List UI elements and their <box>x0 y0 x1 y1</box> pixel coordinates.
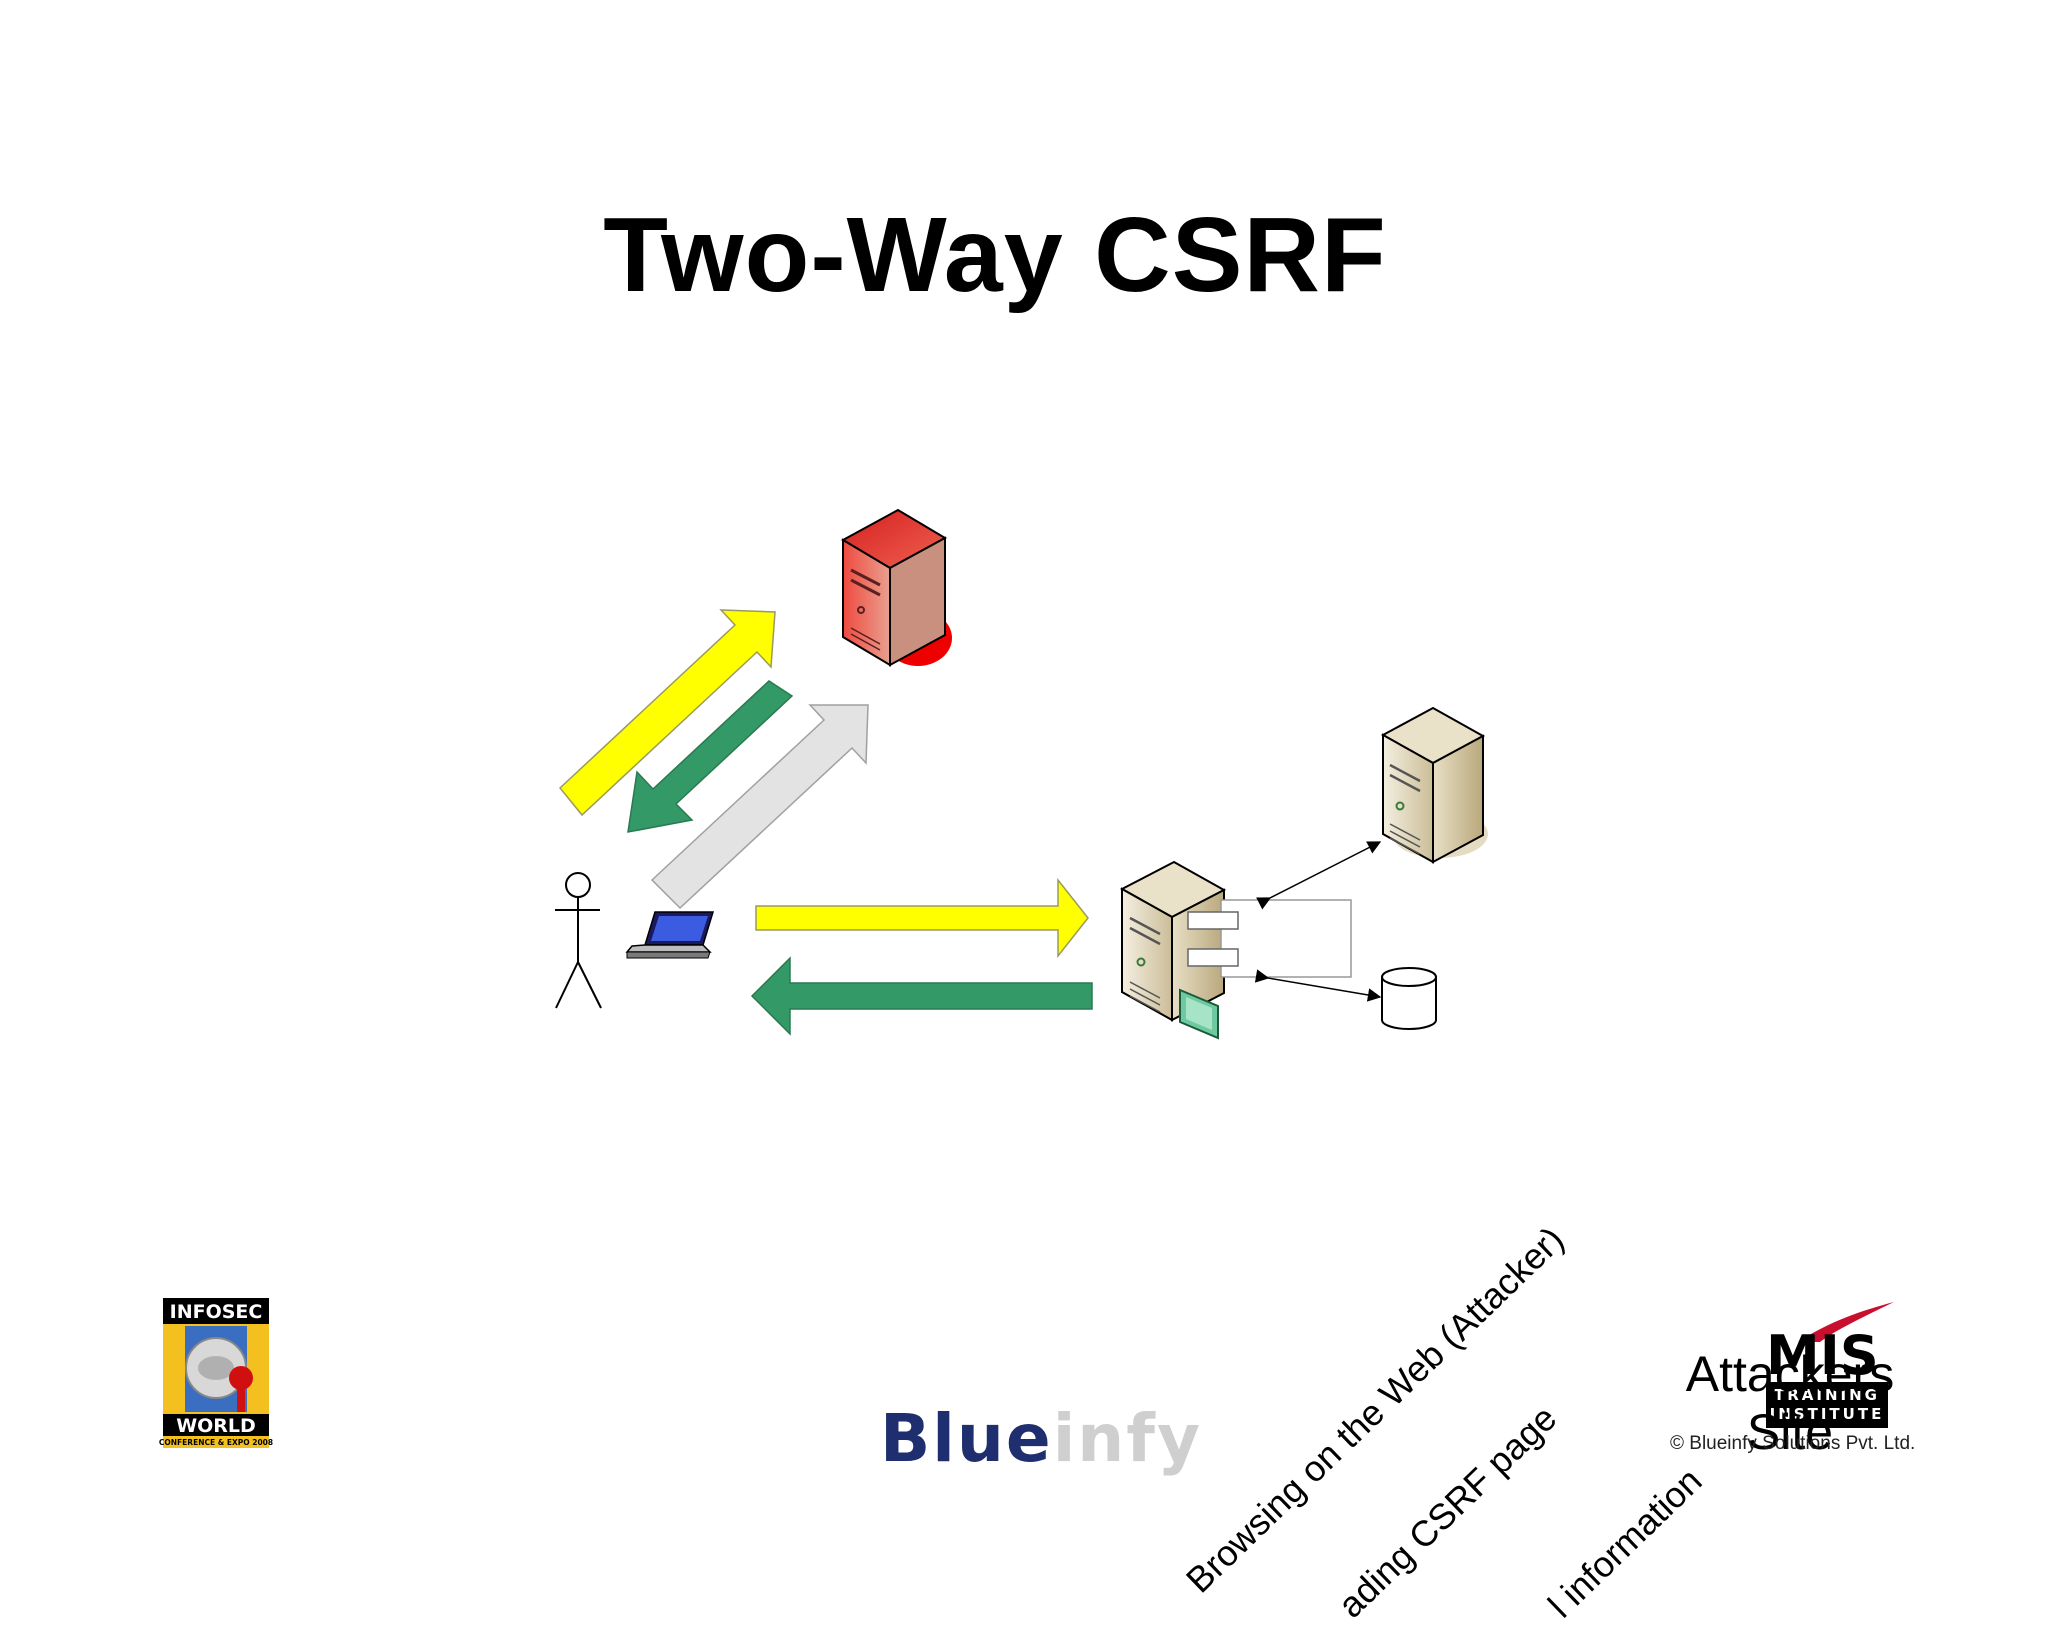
trusted-web-server-icon <box>1119 860 1227 1022</box>
application-box <box>1187 899 1352 978</box>
mis-logo-training: TRAINING <box>1774 1386 1880 1404</box>
yellow-request-arrow <box>558 609 776 817</box>
user-stick-figure-icon <box>555 872 602 1009</box>
infosec-logo-top: INFOSEC <box>170 1301 263 1323</box>
server-to-backend-connector <box>1256 841 1382 910</box>
attackers-site-label: Attackers Site <box>1680 1345 1900 1461</box>
laptop-icon <box>625 911 715 959</box>
attackers-site-line1: Attackers <box>1685 1346 1895 1402</box>
server-to-database-connector <box>1254 969 1382 1002</box>
green-response-arrow <box>627 680 794 833</box>
backend-server-icon <box>1380 706 1488 864</box>
yellow-horizontal-request-arrow <box>755 877 1089 959</box>
blueinfy-logo-part2: infy <box>1052 1400 1203 1477</box>
mis-training-institute-logo: MIS TRAINING INSTITUTE <box>1766 1302 1894 1428</box>
mis-logo-main-text: MIS <box>1766 1324 1879 1387</box>
blueinfy-logo-part1: Blue <box>880 1400 1053 1477</box>
attacker-server-icon <box>840 508 952 667</box>
infosec-world-logo: INFOSEC WORLD CONFERENCE & EXPO 2008 <box>159 1298 273 1448</box>
green-horizontal-response-arrow <box>750 956 1093 1036</box>
csrf-diagram <box>555 508 1488 1040</box>
gray-inactive-arrow <box>650 704 869 910</box>
database-icon <box>1381 967 1437 1030</box>
copyright-text: © Blueinfy Solutions Pvt. Ltd. <box>1670 1433 1916 1454</box>
infosec-logo-bottom: WORLD <box>176 1415 256 1437</box>
blueinfy-logo: Blueinfy <box>880 1400 1202 1477</box>
infosec-logo-sub: CONFERENCE & EXPO 2008 <box>159 1438 273 1447</box>
slide-title: Two-Way CSRF <box>603 196 1387 314</box>
mis-logo-institute: INSTITUTE <box>1770 1405 1885 1423</box>
money-card-icon <box>1179 988 1219 1040</box>
attackers-site-line2: Site <box>1746 1404 1834 1460</box>
